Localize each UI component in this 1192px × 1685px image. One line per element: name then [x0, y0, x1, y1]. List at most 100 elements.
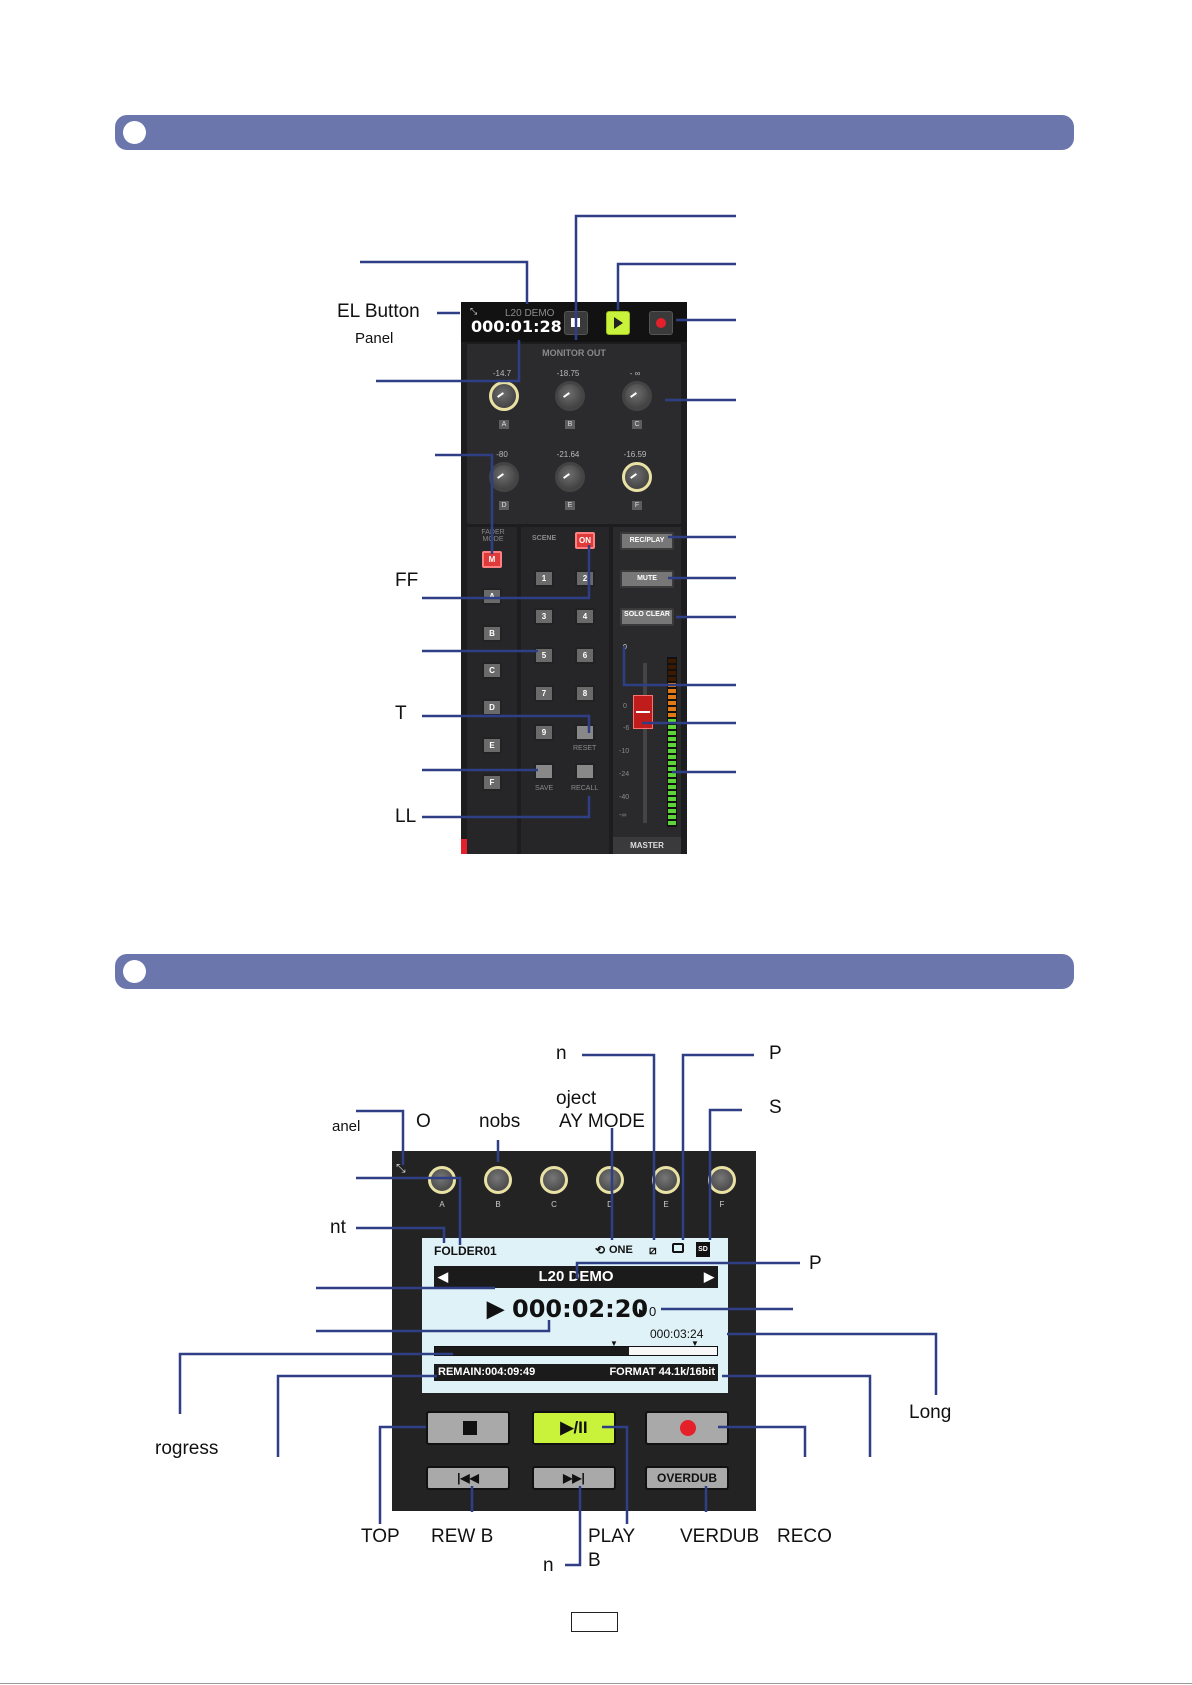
scene-recall-button[interactable]	[575, 763, 595, 780]
knob-f-label: F	[632, 501, 642, 510]
knob-a-value: -14.7	[492, 369, 512, 378]
recorder-callout-2: P	[769, 1043, 782, 1064]
rewind-icon: |◀◀	[457, 1471, 479, 1485]
recorder-play-pause-button[interactable]: ▶/II	[532, 1411, 616, 1445]
monitor-knob-a[interactable]	[489, 381, 519, 411]
monitor-knob-c[interactable]	[622, 381, 652, 411]
meter-scale-1: -6	[623, 725, 630, 732]
recorder-knob-a[interactable]	[428, 1166, 456, 1194]
scene-column: SCENE ON 1 2 3 4 5 6 7 8 9 RESET SAVE RE…	[521, 527, 609, 854]
recorder-knob-c[interactable]	[540, 1166, 568, 1194]
recorder-knob-a-label: A	[439, 1200, 445, 1209]
master-fader-handle[interactable]	[633, 695, 653, 729]
scene-button-7[interactable]: 7	[534, 685, 554, 702]
meter-segment	[668, 749, 676, 753]
recorder-stop-button[interactable]	[426, 1411, 510, 1445]
monitor-knob-d[interactable]	[489, 462, 519, 492]
red-indicator	[461, 839, 467, 854]
meter-segment	[668, 731, 676, 735]
recorder-callout-3: oject	[556, 1088, 597, 1109]
monitor-knob-b[interactable]	[555, 381, 585, 411]
fader-mode-label: FADER MODE	[481, 529, 505, 543]
meter-segment	[668, 773, 676, 777]
master-label: MASTER	[613, 837, 681, 854]
knob-b-label: B	[565, 420, 575, 429]
play-mode[interactable]: ONE	[609, 1244, 633, 1256]
fader-mode-button-e[interactable]: E	[482, 737, 502, 754]
scene-button-9[interactable]: 9	[534, 724, 554, 741]
meter-segment	[668, 713, 676, 717]
scene-reset-button[interactable]	[575, 724, 595, 741]
record-button[interactable]	[649, 311, 673, 335]
scene-on-button[interactable]: ON	[575, 532, 595, 549]
previous-project-icon[interactable]: ◀	[438, 1269, 448, 1284]
mute-button[interactable]: MUTE	[620, 570, 674, 588]
fast-forward-button[interactable]: ▶▶|	[532, 1466, 616, 1490]
fader-mode-button-f[interactable]: F	[482, 774, 502, 791]
recorder-callout-6: anel	[332, 1118, 361, 1135]
recorder-knob-d[interactable]	[596, 1166, 624, 1194]
rewind-button[interactable]: |◀◀	[426, 1466, 510, 1490]
section-bullet	[123, 121, 146, 144]
fader-mode-button-m[interactable]: M	[482, 551, 502, 568]
scene-button-1[interactable]: 1	[534, 570, 554, 587]
stop-button[interactable]	[564, 311, 588, 335]
knob-c-label: C	[632, 420, 642, 429]
recorder-callout-19: n	[543, 1555, 554, 1576]
project-bar[interactable]: ◀ L20 DEMO ▶	[434, 1266, 718, 1288]
recorder-callout-5: S	[769, 1097, 782, 1118]
monitor-knob-f[interactable]	[622, 462, 652, 492]
mixer-screen: ⤡ L20 DEMO 000:01:28 MONITOR OUT -14.7 -…	[461, 302, 687, 854]
fader-mode-button-b[interactable]: B	[482, 625, 502, 642]
recorder-knob-b[interactable]	[484, 1166, 512, 1194]
scene-button-6[interactable]: 6	[575, 647, 595, 664]
play-status-icon: ▶	[487, 1296, 504, 1321]
knob-e-value: -21.64	[556, 450, 580, 459]
fader-mode-column: FADER MODE M A B C D E F	[461, 527, 517, 854]
scene-button-4[interactable]: 4	[575, 608, 595, 625]
recorder-knob-f[interactable]	[708, 1166, 736, 1194]
recall-label: RECALL	[571, 785, 599, 792]
master-level-value: 0	[623, 644, 627, 651]
recorder-knob-e[interactable]	[652, 1166, 680, 1194]
recorder-record-button[interactable]	[645, 1411, 729, 1445]
panel-toggle-icon[interactable]: ⤡	[396, 1161, 406, 1175]
knob-c-value: - ∞	[629, 369, 641, 378]
metronome-icon: ⧄	[649, 1243, 657, 1257]
recorder-callout-12: Long	[909, 1402, 952, 1423]
meter-scale-2: -10	[619, 748, 630, 755]
section-header-bar-2	[115, 954, 1074, 989]
fader-mode-button-c[interactable]: C	[482, 662, 502, 679]
scene-button-5[interactable]: 5	[534, 647, 554, 664]
scene-button-2[interactable]: 2	[575, 570, 595, 587]
scene-button-8[interactable]: 8	[575, 685, 595, 702]
recorder-callout-14: REW B	[431, 1526, 494, 1547]
mixer-top-bar: ⤡ L20 DEMO 000:01:28	[461, 302, 687, 342]
mixer-lower-panel: FADER MODE M A B C D E F SCENE ON 1 2 3 …	[461, 527, 681, 854]
meter-segment	[668, 665, 676, 669]
overdub-button[interactable]: OVERDUB	[645, 1466, 729, 1490]
recorder-knob-c-label: C	[551, 1200, 557, 1209]
meter-segment	[668, 725, 676, 729]
meter-scale-3: -24	[619, 771, 630, 778]
next-project-icon[interactable]: ▶	[704, 1269, 714, 1284]
scene-button-3[interactable]: 3	[534, 608, 554, 625]
progress-bar[interactable]	[434, 1346, 718, 1356]
panel-toggle-icon[interactable]: ⤡	[470, 306, 478, 316]
monitor-knob-e[interactable]	[555, 462, 585, 492]
fader-mode-button-d[interactable]: D	[482, 699, 502, 716]
play-button[interactable]	[606, 311, 630, 335]
scene-save-button[interactable]	[534, 763, 554, 780]
meter-segment	[668, 779, 676, 783]
rec-play-button[interactable]: REC/PLAY	[620, 532, 674, 550]
meter-segment	[668, 683, 676, 687]
repeat-icon[interactable]: ⟲	[595, 1243, 606, 1257]
meter-segment	[668, 671, 676, 675]
knob-e-label: E	[565, 501, 575, 510]
recording-format: FORMAT 44.1k/16bit	[609, 1366, 715, 1378]
scene-label: SCENE	[532, 535, 557, 542]
marker-b-icon: ▼	[691, 1339, 699, 1348]
meter-segment	[668, 689, 676, 693]
fader-mode-button-a[interactable]: A	[482, 588, 502, 605]
solo-clear-button[interactable]: SOLO CLEAR	[620, 608, 674, 626]
